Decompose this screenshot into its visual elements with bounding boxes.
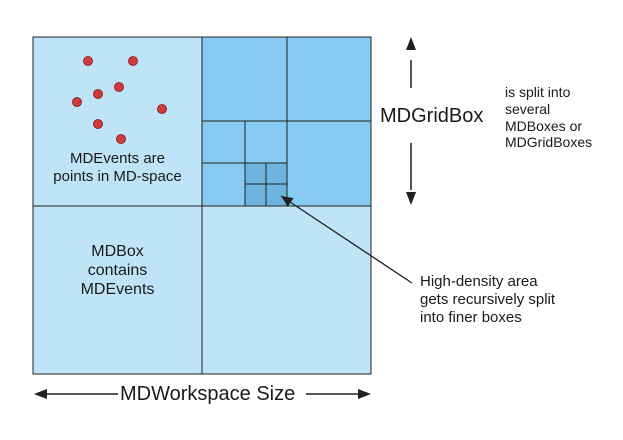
mdevents-label: MDEvents are points in MD-space xyxy=(53,150,182,185)
event-dot xyxy=(83,56,93,66)
event-dot xyxy=(114,82,124,92)
subgrid-cell-tl xyxy=(201,120,246,164)
gridbox-vertical-arrow xyxy=(406,37,416,205)
fine-cell-br xyxy=(265,183,288,207)
workspace-size-arrow xyxy=(34,389,371,399)
event-dot xyxy=(72,97,82,107)
fine-cell-bl xyxy=(244,183,267,207)
workspace-size-label: MDWorkspace Size xyxy=(120,383,296,405)
subgrid-cell-tr xyxy=(244,120,288,164)
split-note: is split into several MDBoxes or MDGridB… xyxy=(505,84,593,151)
grid-cell-tl xyxy=(201,36,288,122)
event-points xyxy=(72,56,167,144)
fine-cell-tl xyxy=(244,162,267,185)
box-bottom-left-mdbox xyxy=(32,205,203,375)
event-dot xyxy=(157,104,167,114)
event-dot xyxy=(93,89,103,99)
box-bottom-right xyxy=(201,205,372,375)
event-dot xyxy=(116,134,126,144)
subgrid-cell-bl xyxy=(201,162,246,207)
event-dot xyxy=(93,119,103,129)
high-density-pointer-arrow xyxy=(280,195,413,284)
mdgridbox-label: MDGridBox xyxy=(380,105,484,127)
box-top-left-events xyxy=(32,36,203,207)
fine-cell-tr xyxy=(265,162,288,185)
grid-cell-tr xyxy=(286,36,372,122)
grid-cell-br xyxy=(286,120,372,207)
mdbox-label: MDBox contains MDEvents xyxy=(80,243,155,299)
high-density-note: High-density area gets recursively split… xyxy=(420,273,556,326)
event-dot xyxy=(128,56,138,66)
